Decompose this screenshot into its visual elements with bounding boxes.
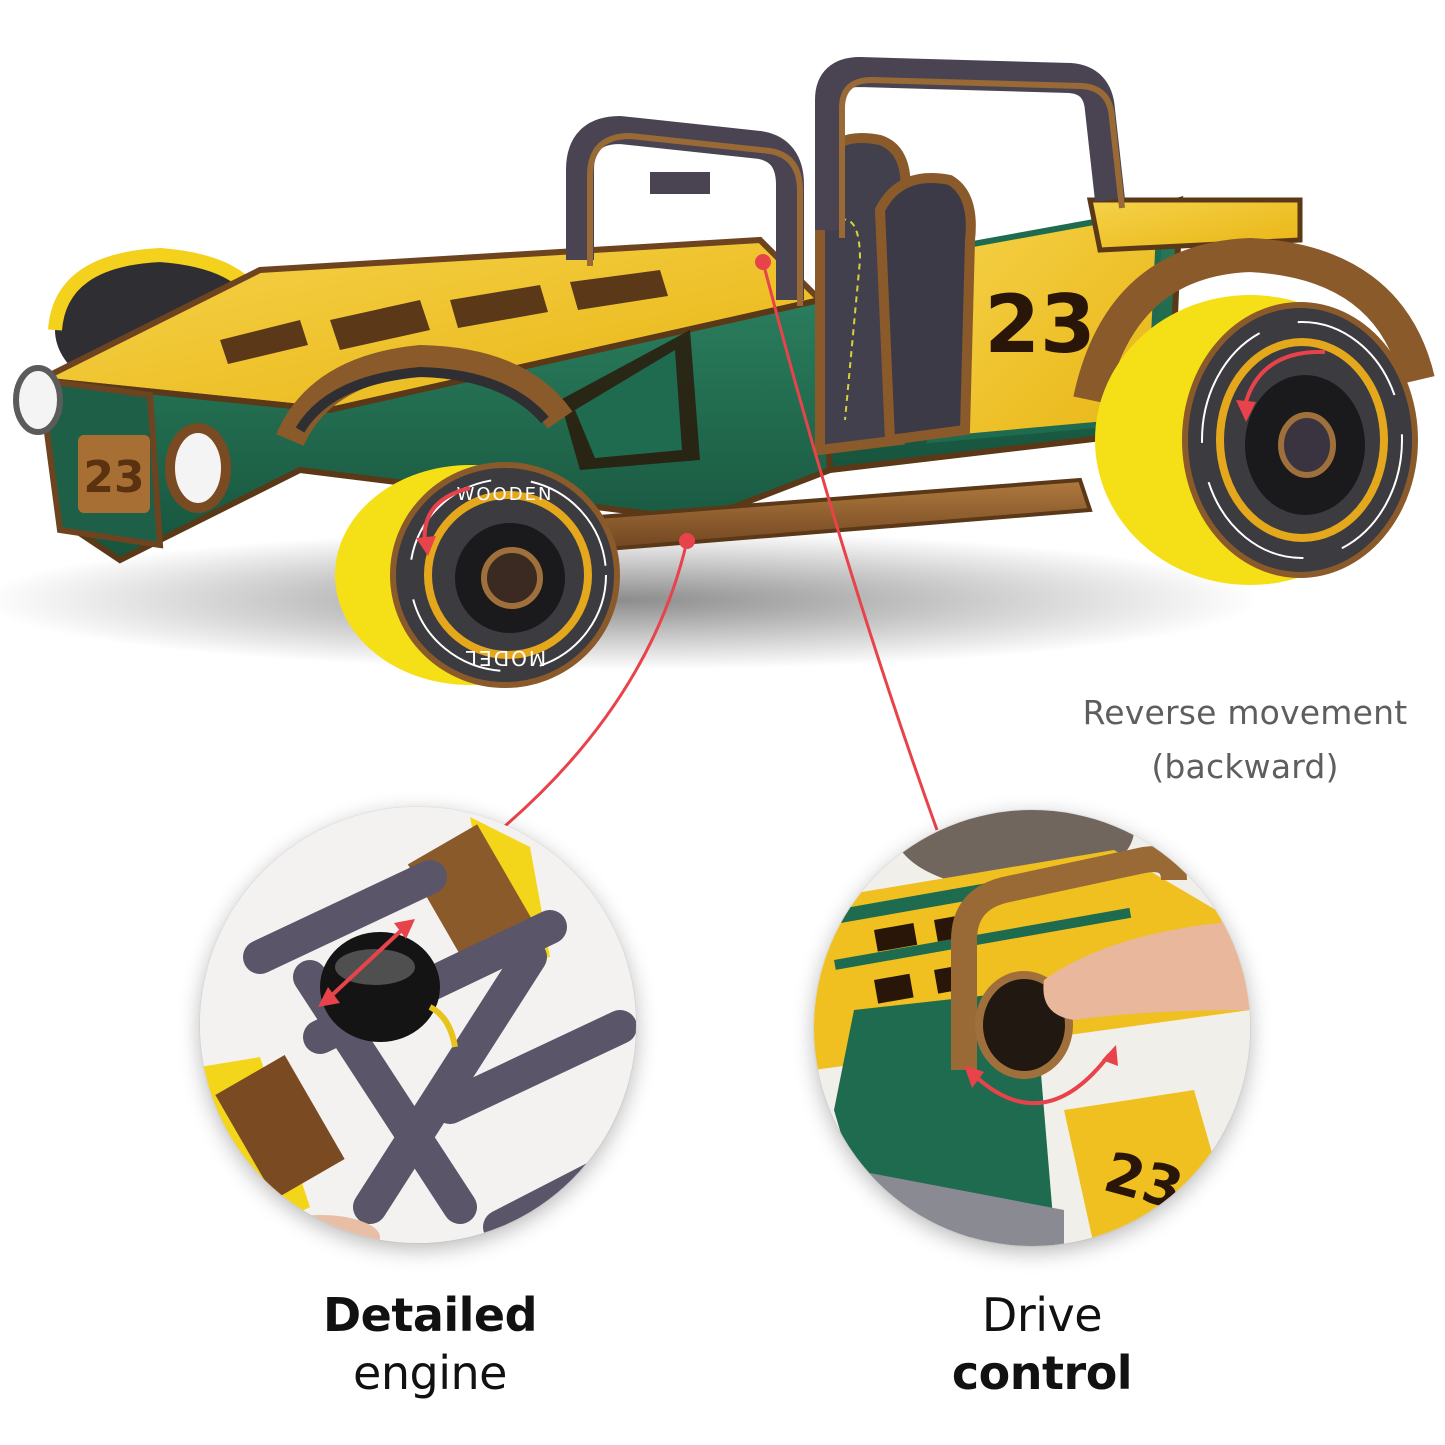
engine-caption-line1: Detailed	[322, 1288, 538, 1342]
engine-caption: Detailed engine	[230, 1286, 630, 1402]
roll-bars	[566, 57, 1125, 306]
drive-double-arrow-icon	[964, 1045, 1118, 1106]
finger	[1043, 920, 1250, 1020]
drive-caption: Drive control	[842, 1286, 1242, 1402]
rear-fender	[1073, 237, 1435, 404]
front-wheel: WOODEN MODEL	[335, 462, 620, 688]
svg-text:MODEL: MODEL	[464, 646, 546, 670]
ground-shadow	[0, 530, 1260, 670]
engine-caption-line2: engine	[353, 1346, 507, 1400]
car-model-photo: 23 23	[0, 57, 1435, 688]
engine-detail-photo	[200, 807, 636, 1243]
front-fender	[276, 344, 573, 447]
reverse-note-line1: Reverse movement	[1082, 693, 1408, 732]
svg-text:WOODEN: WOODEN	[457, 484, 554, 505]
drive-control-detail-photo: 23	[814, 810, 1250, 1246]
headlight-left	[13, 365, 63, 435]
front-number-plate	[78, 435, 150, 513]
headlight-right	[165, 423, 231, 513]
rear-wheel	[1095, 295, 1418, 585]
drive-caption-line2: control	[951, 1346, 1133, 1400]
front-number: 23	[83, 452, 144, 503]
drive-caption-line1: Drive	[981, 1288, 1103, 1342]
engine-cylinder	[320, 932, 440, 1042]
drive-lever	[951, 846, 1187, 1070]
side-number: 23	[984, 278, 1095, 371]
reverse-note-line2: (backward)	[1151, 747, 1339, 786]
engine-double-arrow-icon	[318, 919, 415, 1007]
reverse-movement-note: Reverse movement (backward)	[1045, 686, 1445, 794]
